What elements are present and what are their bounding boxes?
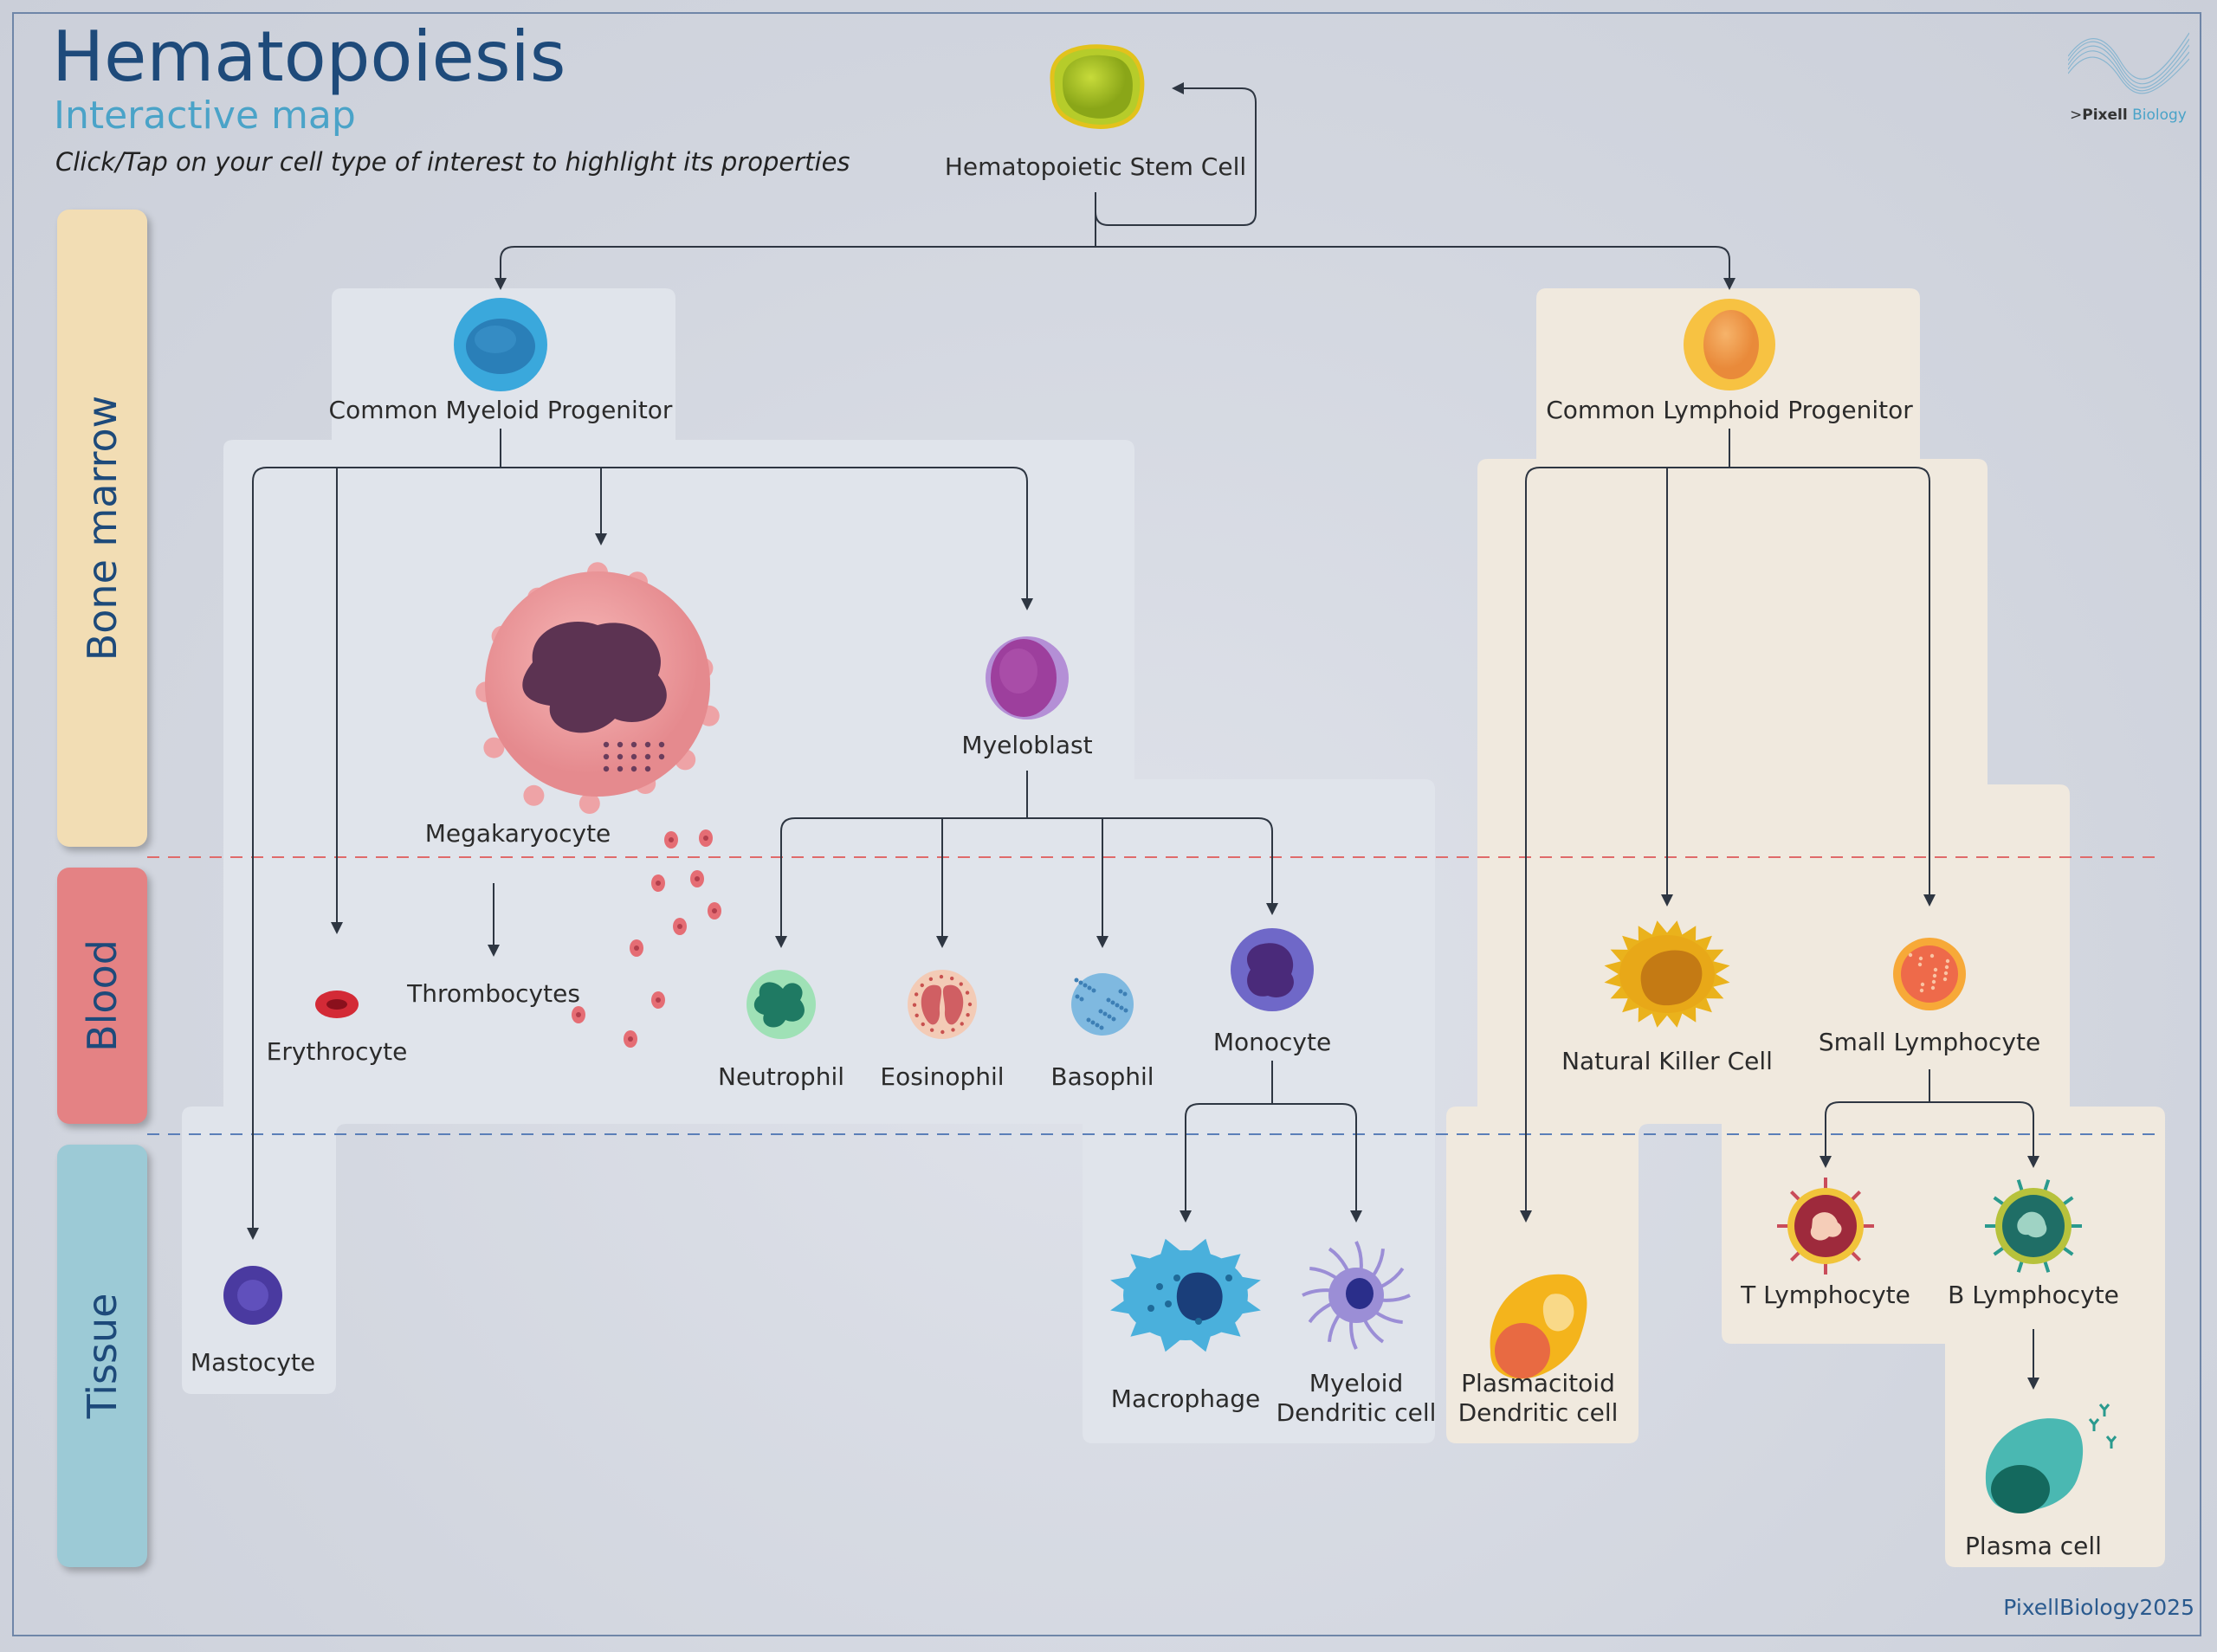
plasma-label: Plasma cell <box>1965 1532 2102 1560</box>
cell-mastocyte[interactable]: Mastocyte <box>191 1266 315 1377</box>
small-lymph-label: Small Lymphocyte <box>1819 1028 2040 1056</box>
cell-nk[interactable]: Natural Killer Cell <box>1561 920 1773 1075</box>
cell-hsc[interactable]: Hematopoietic Stem Cell <box>945 44 1246 181</box>
eosinophil-cell-icon <box>908 970 977 1039</box>
brand-label: >Pixell Biology <box>2070 106 2187 124</box>
copyright-footer: PixellBiology2025 <box>2003 1595 2194 1620</box>
small-lymph-cell-icon <box>1893 938 1966 1010</box>
lymphoid-panel <box>1446 288 2165 1567</box>
cell-small-lymph[interactable]: Small Lymphocyte <box>1819 938 2040 1056</box>
monocyte-cell-icon <box>1231 928 1314 1011</box>
myeloid-panel <box>182 288 1435 1443</box>
mdc-label: Dendritic cell <box>1277 1398 1437 1427</box>
thrombocytes-label: Thrombocytes <box>406 979 580 1008</box>
zone-blood: Blood <box>57 868 147 1124</box>
hsc-self-renewal-edge <box>1095 82 1257 226</box>
cell-monocyte[interactable]: Monocyte <box>1213 928 1331 1056</box>
hsc-cell-icon <box>1050 44 1145 129</box>
pdc-label: Plasmacitoid <box>1461 1369 1615 1397</box>
macrophage-cell-icon <box>1110 1238 1261 1352</box>
b-lymph-label: B Lymphocyte <box>1948 1281 2119 1309</box>
erythrocyte-label: Erythrocyte <box>267 1037 408 1066</box>
megakaryocyte-label: Megakaryocyte <box>425 819 611 848</box>
mdc-cell-icon <box>1302 1241 1411 1350</box>
eosinophil-label: Eosinophil <box>880 1062 1004 1091</box>
cell-plasma[interactable]: Plasma cell <box>1965 1404 2117 1560</box>
cmp-to-mastocyte-edge <box>253 429 501 1234</box>
cell-megakaryocyte[interactable]: Megakaryocyte <box>425 562 721 1048</box>
megakaryocyte-cell-icon <box>475 562 721 1048</box>
lineage-edges <box>253 82 2039 1390</box>
macrophage-label: Macrophage <box>1111 1384 1260 1413</box>
myeloblast-to-monocyte-edge <box>1027 817 1278 915</box>
cmp-cell-icon <box>454 298 547 391</box>
myeloblast-cell-icon <box>986 636 1069 720</box>
clp-to-pdc-edge <box>1526 429 1730 1216</box>
cell-clp[interactable]: Common Lymphoid Progenitor <box>1546 299 1913 424</box>
brand-suffix: Biology <box>2127 106 2187 124</box>
mastocyte-cell-icon <box>223 1266 282 1325</box>
mdc-label: Myeloid <box>1309 1369 1403 1397</box>
cmp-label: Common Myeloid Progenitor <box>329 396 673 424</box>
hsc-label: Hematopoietic Stem Cell <box>945 152 1246 181</box>
nk-label: Natural Killer Cell <box>1561 1047 1773 1075</box>
t-lymph-label: T Lymphocyte <box>1740 1281 1910 1309</box>
cell-neutrophil[interactable]: Neutrophil <box>718 970 844 1091</box>
neutrophil-cell-icon <box>747 970 816 1039</box>
pixell-logo-icon <box>2068 32 2189 94</box>
cell-t-lymph[interactable]: T Lymphocyte <box>1740 1178 1910 1309</box>
nk-cell-icon <box>1604 920 1730 1028</box>
small-lymphocyte-to-t-edge <box>1826 1069 1930 1162</box>
pdc-cell-icon <box>1490 1274 1587 1379</box>
brand-name: Pixell <box>2082 106 2128 124</box>
clp-to-small-lymphocyte-edge <box>1729 467 1936 907</box>
cell-macrophage[interactable]: Macrophage <box>1110 1238 1261 1413</box>
hsc-to-cmp-edge <box>501 192 1096 284</box>
pdc-label: Dendritic cell <box>1458 1398 1619 1427</box>
page-title: Hematopoiesis <box>52 16 566 97</box>
plasma-cell-icon <box>1985 1404 2117 1513</box>
instruction-text: Click/Tap on your cell type of interest … <box>55 147 850 177</box>
cell-thrombocytes[interactable]: Thrombocytes <box>406 883 580 1008</box>
cell-basophil[interactable]: Basophil <box>1050 973 1154 1091</box>
b-lymph-cell-icon <box>1985 1179 2082 1273</box>
cell-eosinophil[interactable]: Eosinophil <box>880 970 1005 1091</box>
basophil-label: Basophil <box>1050 1062 1154 1091</box>
t-lymph-cell-icon <box>1777 1178 1874 1274</box>
cell-myeloblast[interactable]: Myeloblast <box>961 636 1093 759</box>
cmp-to-myeloblast-edge <box>501 467 1033 610</box>
monocyte-to-mdc-edge <box>1272 1103 1362 1223</box>
monocyte-label: Monocyte <box>1213 1028 1331 1056</box>
basophil-cell-icon <box>1071 973 1134 1036</box>
cell-b-lymph[interactable]: B Lymphocyte <box>1948 1179 2119 1309</box>
zone-bone-marrow: Bone marrow <box>57 210 147 847</box>
monocyte-to-macrophage-edge <box>1186 1061 1273 1216</box>
cell-erythrocyte[interactable]: Erythrocyte <box>267 991 408 1066</box>
clp-label: Common Lymphoid Progenitor <box>1546 396 1913 424</box>
cell-cmp[interactable]: Common Myeloid Progenitor <box>329 298 673 424</box>
hsc-to-clp-edge <box>1096 246 1735 290</box>
mastocyte-label: Mastocyte <box>191 1348 315 1377</box>
clp-cell-icon <box>1684 299 1775 390</box>
myeloblast-label: Myeloblast <box>961 731 1092 759</box>
small-lymphocyte-to-b-edge <box>1929 1101 2039 1168</box>
neutrophil-label: Neutrophil <box>718 1062 844 1091</box>
zone-tissue: Tissue <box>57 1145 147 1567</box>
brand-prefix: > <box>2070 106 2083 124</box>
erythrocyte-cell-icon <box>315 991 359 1018</box>
page-subtitle: Interactive map <box>54 94 356 138</box>
myeloblast-to-neutrophil-edge <box>781 771 1028 942</box>
